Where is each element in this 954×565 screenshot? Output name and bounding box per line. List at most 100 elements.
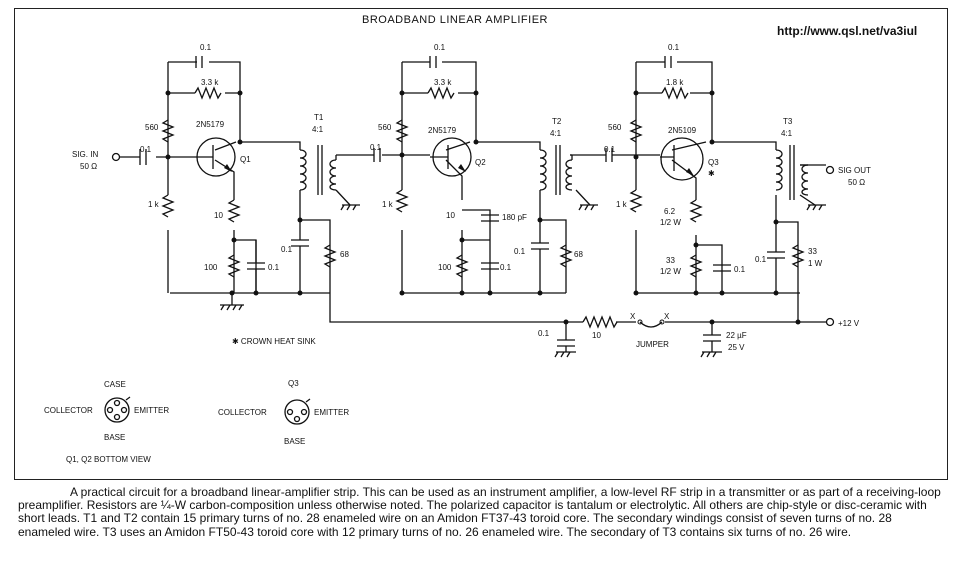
t2-label: T2 (552, 117, 562, 126)
resistor-68-q2 (559, 244, 573, 268)
pinout-q1q2 (104, 397, 130, 423)
resistor-560-q3 (629, 119, 643, 143)
c-in-label: 0.1 (140, 145, 152, 154)
resistor-33-q3 (689, 254, 703, 278)
t1-ratio: 4:1 (312, 125, 324, 134)
q2-label: Q2 (475, 158, 486, 167)
r-100-label: 100 (204, 263, 218, 272)
sig-in-label: SIG. IN (72, 150, 98, 159)
resistor-100-q1 (227, 254, 241, 278)
c-01-supply-label: 0.1 (538, 329, 550, 338)
supply-label: +12 V (838, 319, 860, 328)
r-1k8-label: 1.8 k (666, 78, 684, 87)
r-10-supply-label: 10 (592, 331, 601, 340)
capacitor-180pf (481, 214, 499, 222)
sig-out-label: SIG OUT (838, 166, 871, 175)
diagram-frame (14, 8, 948, 480)
r-10-label: 10 (214, 211, 223, 220)
pinout-q3-label: Q3 (288, 379, 299, 388)
pinout-base-label: BASE (104, 433, 125, 442)
diagram-title: BROADBAND LINEAR AMPLIFIER (362, 14, 548, 26)
r-560-q2-label: 560 (378, 123, 392, 132)
c-coupling-q2-label: 0.1 (370, 143, 382, 152)
resistor-68-q1 (323, 244, 337, 268)
resistor-1k-q3 (629, 189, 643, 213)
sig-out-impedance: 50 Ω (848, 178, 865, 187)
q1-type: 2N5179 (196, 120, 225, 129)
transformer-t2-secondary (565, 159, 573, 191)
transistors (196, 137, 704, 181)
capacitors (247, 214, 785, 347)
capacitor-01-supply (557, 339, 575, 347)
source-url: http://www.qsl.net/va3iul (777, 24, 918, 38)
jumper-x1: X (630, 312, 636, 321)
capacitor-01-t3 (767, 251, 785, 259)
t1-label: T1 (314, 113, 324, 122)
ground-icon (554, 351, 576, 358)
transformers (299, 145, 809, 200)
r-560-q3-label: 560 (608, 123, 622, 132)
c-01-t2-label: 0.1 (514, 247, 526, 256)
pinout-q3-emitter-label: EMITTER (314, 408, 349, 417)
q3-label: Q3 (708, 158, 719, 167)
resistors (161, 86, 805, 329)
c-22uf-label: 22 µF (726, 331, 747, 340)
capacitor-22uf (703, 334, 721, 342)
junction-dots (165, 90, 801, 325)
c-22uf-voltage-label: 25 V (728, 343, 745, 352)
resistor-1k-q2 (395, 189, 409, 213)
c-01-q1-label: 0.1 (268, 263, 280, 272)
r-1k-q3-label: 1 k (616, 200, 628, 209)
resistor-3k3-q1 (194, 86, 222, 100)
pinout-emitter-label: EMITTER (134, 406, 169, 415)
t2-ratio: 4:1 (550, 129, 562, 138)
r-68-q2-label: 68 (574, 250, 583, 259)
ground-icon (578, 204, 598, 211)
transformer-t1-secondary (329, 159, 337, 191)
q2-type: 2N5179 (428, 126, 457, 135)
c-01-label: 0.1 (200, 43, 212, 52)
resistor-100-q2 (455, 254, 469, 278)
labels: SIG. IN 50 Ω SIG OUT 50 Ω +12 V ✱ CROWN … (44, 43, 871, 464)
transformer-t3-primary (775, 149, 783, 191)
q3-star: ✱ (708, 169, 715, 178)
pinout-q3-base-label: BASE (284, 437, 305, 446)
t3-ratio: 4:1 (781, 129, 793, 138)
ground-icon (700, 351, 722, 358)
capacitor-01-t2 (531, 242, 549, 250)
capacitor-01-q3 (713, 264, 731, 272)
resistor-10-q1 (227, 199, 241, 223)
r-68-label: 68 (340, 250, 349, 259)
pinout-case-label: CASE (104, 380, 126, 389)
resistor-6r2-q3 (689, 199, 703, 223)
crown-note: ✱ CROWN HEAT SINK (232, 337, 316, 346)
r-33-label: 33 (666, 256, 675, 265)
c-01-q3-fb-label: 0.1 (668, 43, 680, 52)
transistor-q1 (196, 137, 236, 177)
sig-in-impedance: 50 Ω (80, 162, 97, 171)
c-01-q3-label: 0.1 (734, 265, 746, 274)
c-01-q2-fb-label: 0.1 (434, 43, 446, 52)
r-100-q2-label: 100 (438, 263, 452, 272)
pinout-view-label: Q1, Q2 BOTTOM VIEW (66, 455, 151, 464)
c-coupling-q3-label: 0.1 (604, 145, 616, 154)
ground-icon (220, 304, 243, 311)
t3-label: T3 (783, 117, 793, 126)
ground-icon (806, 204, 826, 211)
capacitor-01-q2 (481, 262, 499, 270)
resistor-33-1w (791, 244, 805, 268)
resistor-560-q1 (161, 119, 175, 143)
transformer-t2-primary (539, 149, 547, 191)
jumper-label: JUMPER (636, 340, 669, 349)
r-3k3-q2-label: 3.3 k (434, 78, 452, 87)
pinout-diagrams (104, 396, 311, 425)
transformer-t3-secondary (801, 164, 809, 196)
wires (111, 56, 835, 352)
resistor-1k8-q3 (661, 86, 689, 100)
transformer-t1-primary (299, 149, 307, 191)
transistor-q3 (660, 137, 704, 181)
resistor-1k-q1 (161, 194, 175, 218)
q3-type: 2N5109 (668, 126, 697, 135)
c-01-t3-label: 0.1 (755, 255, 767, 264)
resistor-3k3-q2 (427, 86, 455, 100)
